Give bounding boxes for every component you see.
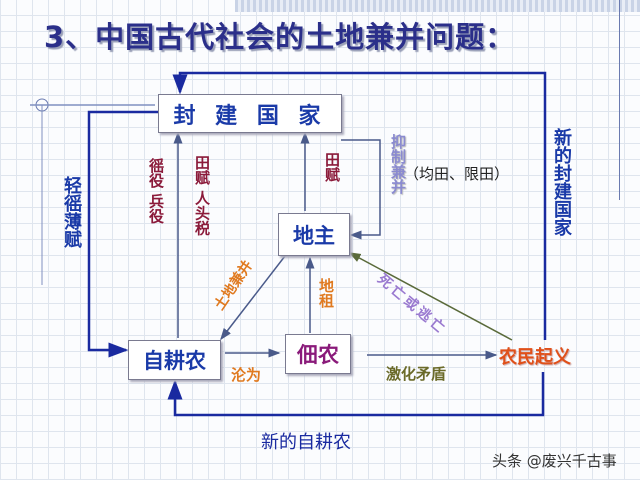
label-light-taxes: 轻徭薄赋 [61, 176, 82, 248]
watermark: 头条 @废兴千古事 [492, 452, 617, 470]
node-feudal-state: 封 建 国 家 [158, 94, 342, 133]
label-restrain-annexation: 抑制兼并 [389, 134, 407, 194]
page-title: 3、中国古代社会的土地兼并问题： [44, 20, 516, 54]
label-policies: （均田、限田） [404, 165, 510, 183]
arrow-new-freeholders [167, 372, 545, 417]
label-land-tax: 田赋 [323, 152, 341, 182]
label-new-state: 新的封建国家 [551, 128, 572, 236]
node-landlord: 地主 [278, 213, 350, 256]
decorative-band [235, 0, 640, 12]
arrow-annexation [220, 255, 286, 341]
decorative-line [619, 0, 620, 200]
node-tenant: 佃农 [285, 334, 351, 374]
node-freeholder: 自耕农 [128, 340, 221, 380]
label-land-poll-tax: 田赋 人头税 [193, 155, 211, 236]
arrow-restrain [341, 139, 381, 240]
arrow-light-taxes [87, 110, 158, 358]
label-new-freeholders: 新的自耕农 [261, 432, 351, 453]
label-intensify-conflict: 激化矛盾 [386, 365, 447, 383]
arrow-new-state [172, 71, 547, 340]
node-peasant-uprising: 农民起义 [499, 347, 571, 368]
arrow-death-flight [348, 252, 513, 341]
label-reduced-to: 沦为 [231, 366, 262, 384]
label-corvee: 徭役 兵役 [147, 158, 165, 224]
label-rent: 地租 [317, 278, 335, 308]
